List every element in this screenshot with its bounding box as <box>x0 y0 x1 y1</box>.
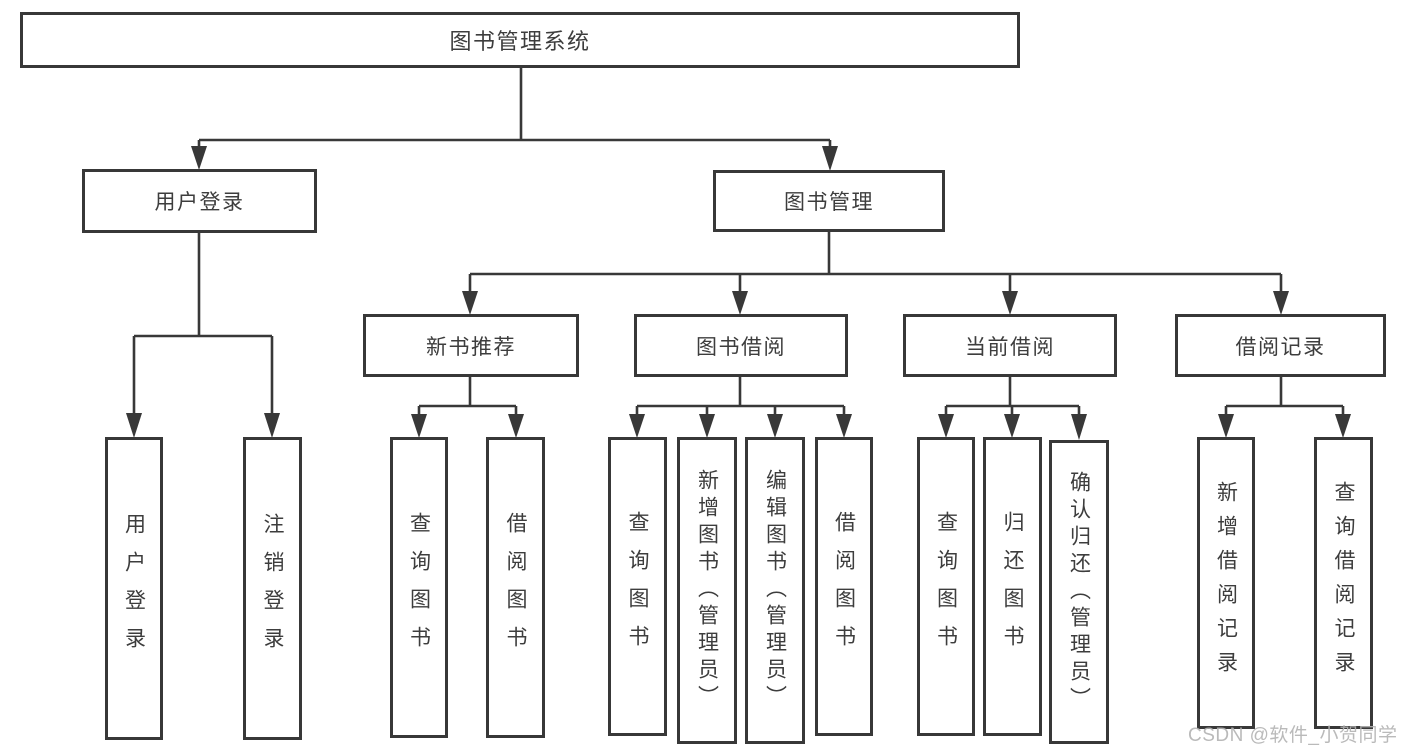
leaf-edit-book-admin: 编辑图书（管理员） <box>745 437 805 744</box>
node-label: 图书借阅 <box>696 335 786 359</box>
leaf-add-book-admin: 新增图书（管理员） <box>677 437 737 744</box>
leaf-label: 借阅图书 <box>832 510 856 663</box>
leaf-label: 用户登录 <box>122 512 146 665</box>
leaf-label: 查询图书 <box>626 510 649 663</box>
node-label: 图书管理系统 <box>449 29 591 54</box>
leaf-label: 查询图书 <box>934 510 958 663</box>
node-library-management-system: 图书管理系统 <box>20 12 1020 68</box>
node-borrow-records: 借阅记录 <box>1175 314 1386 377</box>
leaf-label: 新增借阅记录 <box>1214 481 1238 685</box>
leaf-label: 查询图书 <box>407 511 431 664</box>
node-label: 借阅记录 <box>1235 335 1326 359</box>
leaf-label: 新增图书（管理员） <box>695 469 719 712</box>
node-label: 图书管理 <box>784 191 874 214</box>
leaf-query-books-recommend: 查询图书 <box>390 437 448 738</box>
leaf-query-books-borrow: 查询图书 <box>608 437 667 736</box>
leaf-label: 注销登录 <box>261 512 284 665</box>
leaf-query-borrow-record: 查询借阅记录 <box>1314 437 1373 729</box>
leaf-user-login: 用户登录 <box>105 437 163 740</box>
leaf-label: 查询借阅记录 <box>1332 481 1355 685</box>
node-label: 用户登录 <box>154 191 245 214</box>
node-new-book-recommend: 新书推荐 <box>363 314 579 377</box>
node-user-login: 用户登录 <box>82 169 317 233</box>
leaf-add-borrow-record: 新增借阅记录 <box>1197 437 1255 729</box>
leaf-return-books: 归还图书 <box>983 437 1042 736</box>
node-current-borrow: 当前借阅 <box>903 314 1117 377</box>
node-label: 新书推荐 <box>426 335 516 359</box>
leaf-label: 归还图书 <box>1001 510 1024 663</box>
leaf-query-books-current: 查询图书 <box>917 437 975 736</box>
leaf-logout: 注销登录 <box>243 437 302 740</box>
node-book-borrow: 图书借阅 <box>634 314 848 377</box>
leaf-label: 编辑图书（管理员） <box>763 469 787 712</box>
leaf-borrow-books-recommend: 借阅图书 <box>486 437 545 738</box>
node-book-management: 图书管理 <box>713 170 945 232</box>
leaf-label: 借阅图书 <box>504 511 527 664</box>
leaf-borrow-books: 借阅图书 <box>815 437 873 736</box>
csdn-watermark: CSDN @软件_小贺同学 <box>1188 725 1398 746</box>
leaf-label: 确认归还（管理员） <box>1067 470 1091 714</box>
leaf-confirm-return-admin: 确认归还（管理员） <box>1049 440 1109 744</box>
node-label: 当前借阅 <box>965 335 1055 359</box>
